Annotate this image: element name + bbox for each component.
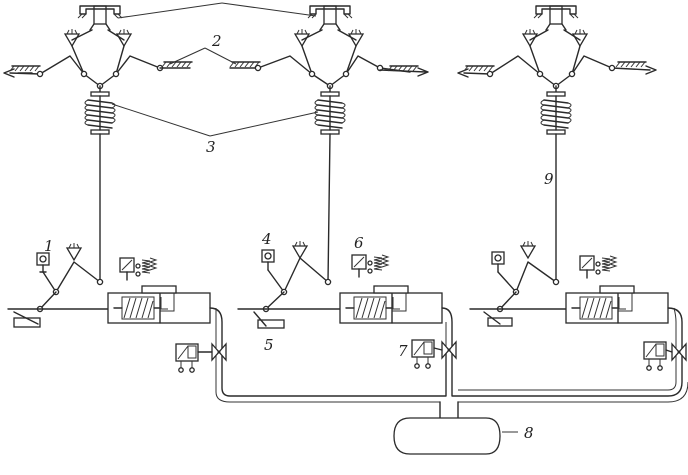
label-5: 5	[264, 336, 274, 354]
label-6: 6	[354, 234, 364, 252]
wheel-brake-linkage-left	[3, 5, 193, 135]
valve-left	[175, 343, 227, 373]
label-9: 9	[544, 170, 554, 188]
label-4a: 4	[261, 230, 272, 248]
label-2: 2	[211, 32, 222, 50]
label-1: 1	[44, 237, 54, 255]
control-unit-middle	[237, 240, 443, 329]
valve-middle	[411, 339, 457, 369]
control-unit-left	[7, 242, 211, 328]
control-unit-right	[469, 240, 669, 327]
part-labels: 1 2 3 4 5 6 7 8 9	[44, 32, 554, 442]
label-8: 8	[524, 424, 534, 442]
label-3: 3	[206, 138, 216, 156]
wheel-brake-linkage-right	[457, 5, 657, 135]
wheel-brake-linkage-middle	[229, 5, 429, 135]
pull-rods	[99, 133, 557, 283]
valve-right	[643, 341, 687, 371]
label-7: 7	[398, 342, 408, 360]
air-piping	[209, 307, 688, 419]
air-reservoir	[393, 417, 518, 455]
leader-lines	[111, 2, 319, 137]
